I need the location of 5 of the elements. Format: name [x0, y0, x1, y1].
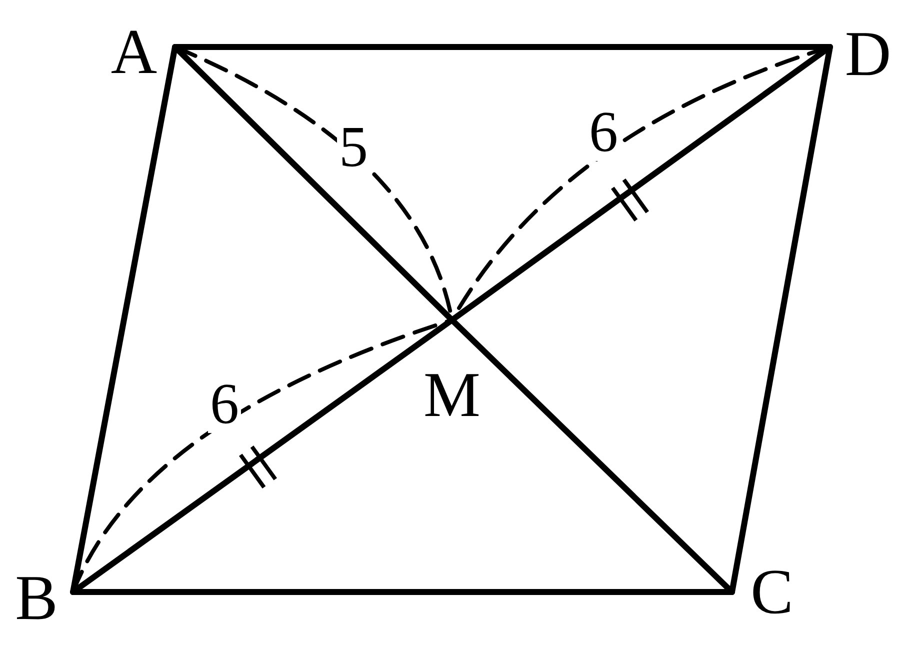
- vertex-label: A: [93, 20, 175, 84]
- vertex-label: M: [405, 360, 499, 430]
- vertex-label: D: [830, 22, 906, 86]
- vertex-label: C: [732, 560, 812, 624]
- vertex-label: B: [0, 566, 73, 630]
